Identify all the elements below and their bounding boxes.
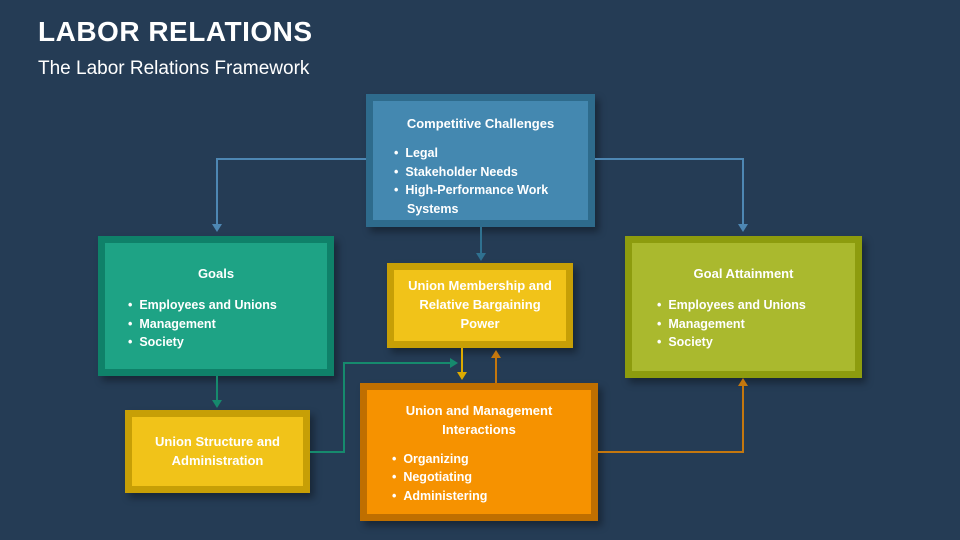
arrowhead-down-icon [738, 224, 748, 232]
bullet-item: Management [115, 315, 327, 334]
box-content: Union and Management Interactions Organi… [367, 390, 591, 514]
bullet-item: Management [644, 315, 855, 334]
connector-segment [480, 227, 482, 253]
arrowhead-down-icon [457, 372, 467, 380]
arrowhead-down-icon [212, 224, 222, 232]
box-content: Competitive Challenges Legal Stakeholder… [373, 101, 588, 220]
arrowhead-right-icon [450, 358, 458, 368]
bullet-item: Legal [381, 144, 588, 163]
connector-segment [310, 451, 345, 453]
bullet-item: High-Performance Work Systems [381, 181, 588, 219]
connector-segment [742, 386, 744, 453]
box-union-membership: Union Membership and Relative Bargaining… [387, 263, 573, 348]
arrowhead-up-icon [491, 350, 501, 358]
box-content: Union Structure and Administration [132, 417, 303, 486]
box-title: Goal Attainment [693, 266, 794, 281]
connector-segment [216, 376, 218, 400]
box-competitive-challenges: Competitive Challenges Legal Stakeholder… [366, 94, 595, 227]
bullet-list: Employees and Unions Management Society [644, 296, 855, 352]
box-content: Goals Employees and Unions Management So… [105, 243, 327, 369]
bullet-list: Legal Stakeholder Needs High-Performance… [381, 144, 588, 219]
bullet-item: Society [115, 333, 327, 352]
bullet-list: Employees and Unions Management Society [115, 296, 327, 352]
connector-segment [343, 362, 345, 453]
page-subtitle: The Labor Relations Framework [38, 58, 310, 79]
page-title: LABOR RELATIONS [38, 16, 313, 47]
arrowhead-down-icon [212, 400, 222, 408]
bullet-item: Negotiating [379, 468, 591, 487]
box-content: Goal Attainment Employees and Unions Man… [632, 243, 855, 371]
connector-segment [598, 451, 744, 453]
connector-segment [216, 158, 366, 160]
bullet-item: Stakeholder Needs [381, 163, 588, 182]
connector-segment [216, 158, 218, 224]
box-goal-attainment: Goal Attainment Employees and Unions Man… [625, 236, 862, 378]
bullet-list: Organizing Negotiating Administering [379, 450, 591, 506]
bullet-item: Society [644, 333, 855, 352]
box-goals: Goals Employees and Unions Management So… [98, 236, 334, 376]
connector-segment [343, 362, 450, 364]
arrowhead-down-icon [476, 253, 486, 261]
box-content: Union Membership and Relative Bargaining… [394, 270, 566, 341]
box-title: Competitive Challenges [406, 116, 555, 131]
box-title: Goals [197, 266, 235, 281]
connector-segment [461, 348, 463, 372]
connector-segment [495, 358, 497, 383]
connector-segment [595, 158, 744, 160]
box-union-management-interactions: Union and Management Interactions Organi… [360, 383, 598, 521]
box-title: Union and Management Interactions [405, 403, 553, 437]
box-title: Union Membership and Relative Bargaining… [408, 278, 552, 331]
bullet-item: Administering [379, 487, 591, 506]
bullet-item: Employees and Unions [115, 296, 327, 315]
connector-segment [742, 158, 744, 224]
bullet-item: Employees and Unions [644, 296, 855, 315]
arrowhead-up-icon [738, 378, 748, 386]
box-union-structure: Union Structure and Administration [125, 410, 310, 493]
box-title: Union Structure and Administration [155, 433, 280, 468]
bullet-item: Organizing [379, 450, 591, 469]
